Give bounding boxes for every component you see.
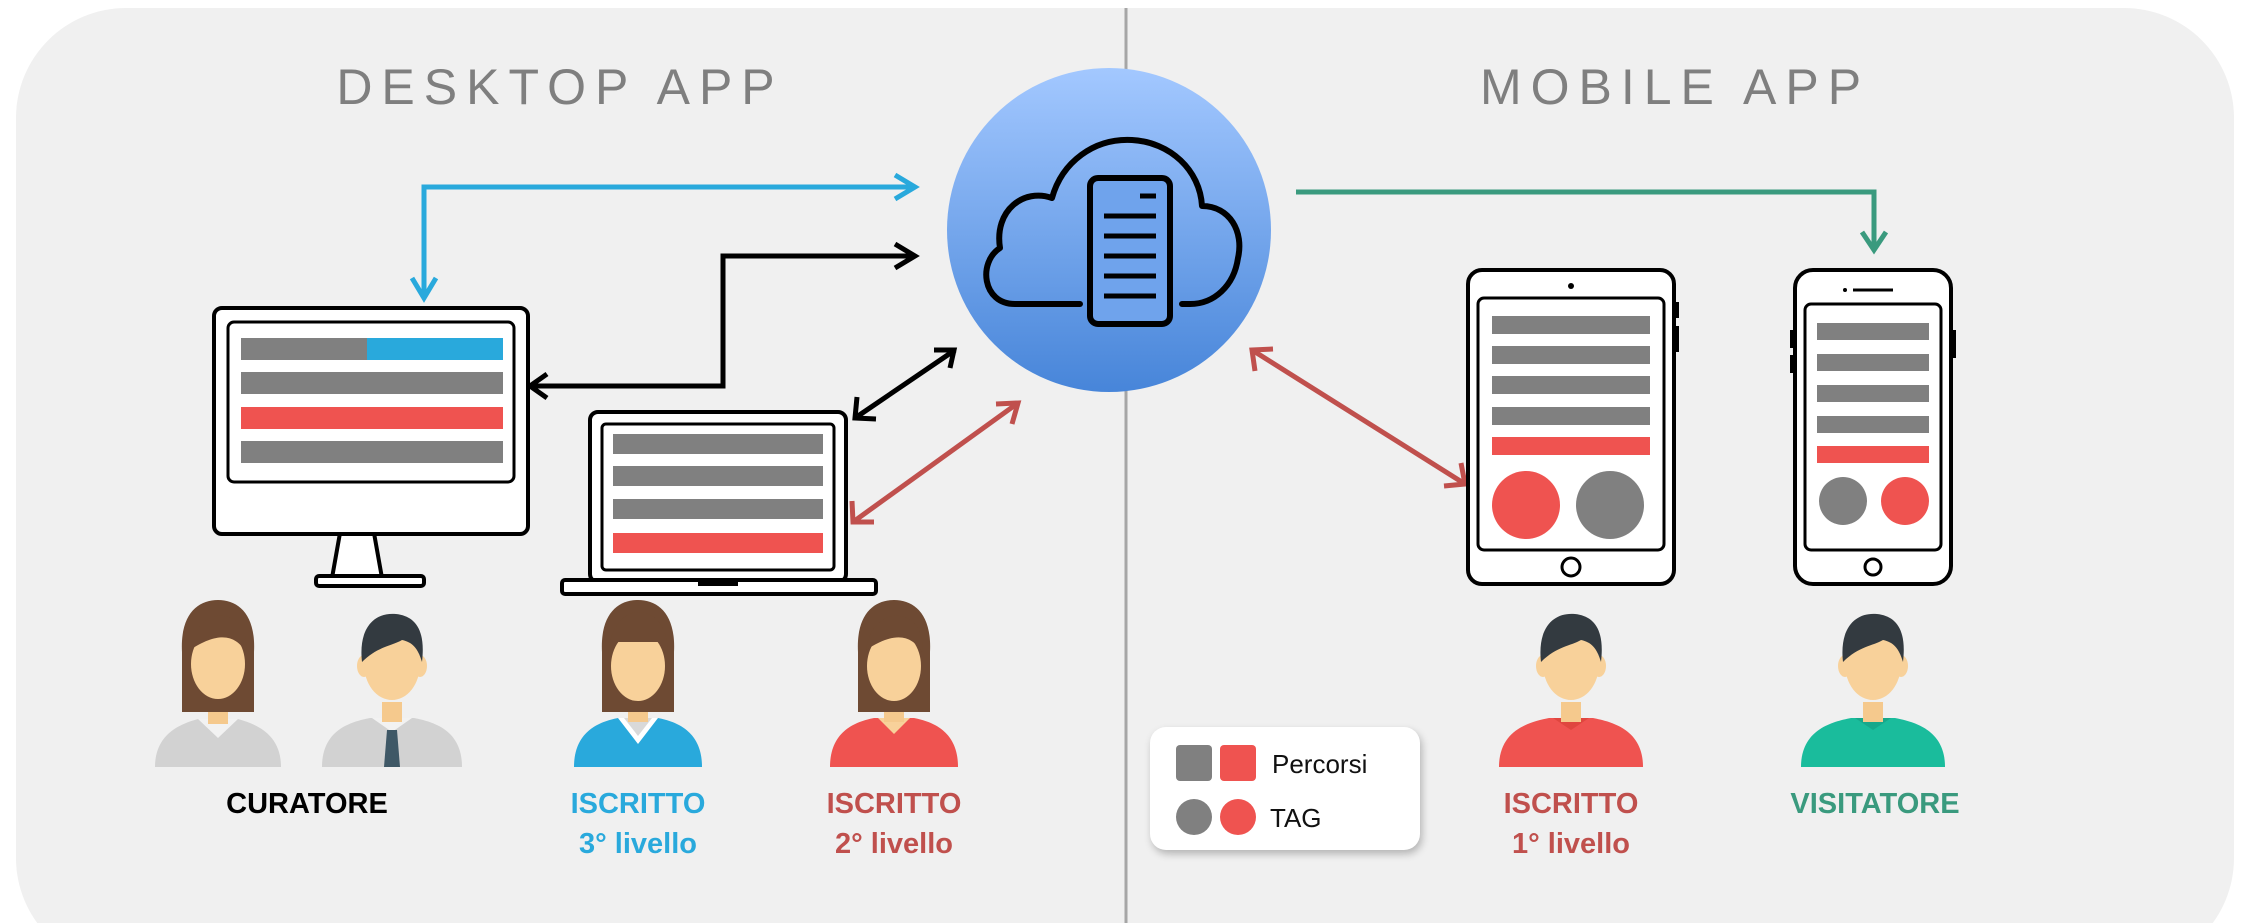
legend-gray-square-icon	[1176, 745, 1212, 781]
legend-tag-label: TAG	[1270, 803, 1322, 833]
legend-red-square-icon	[1220, 745, 1256, 781]
role-iscritto-3-level: 3° livello	[579, 828, 697, 860]
role-iscritto-2: ISCRITTO 2° livello	[764, 784, 1024, 864]
green-connection-arrow	[1296, 189, 1889, 255]
role-iscritto-1: ISCRITTO 1° livello	[1441, 784, 1701, 864]
role-visitatore-label: VISITATORE	[1790, 788, 1960, 820]
user-avatar-icon	[830, 600, 958, 767]
role-iscritto-2-level: 2° livello	[835, 828, 953, 860]
desktop-app-title: DESKTOP APP	[336, 59, 784, 115]
role-iscritto-1-label: ISCRITTO	[1503, 788, 1639, 820]
legend-percorsi-label: Percorsi	[1272, 749, 1368, 779]
role-visitatore: VISITATORE	[1745, 784, 2005, 824]
red-connection-arrow-laptop	[849, 400, 1022, 525]
legend: Percorsi TAG	[1150, 727, 1420, 850]
cloud-server-icon	[947, 68, 1271, 392]
legend-gray-circle-icon	[1176, 799, 1212, 835]
role-curatore-label: CURATORE	[226, 788, 388, 820]
role-iscritto-2-label: ISCRITTO	[826, 788, 962, 820]
role-iscritto-3: ISCRITTO 3° livello	[508, 784, 768, 864]
role-iscritto-1-level: 1° livello	[1512, 828, 1630, 860]
desktop-monitor-icon	[212, 306, 530, 588]
user-avatar-icon	[322, 613, 462, 767]
role-curatore: CURATORE	[177, 784, 437, 824]
red-connection-arrow-tablet	[1249, 346, 1468, 489]
mobile-app-title: MOBILE APP	[1479, 59, 1871, 115]
role-iscritto-3-label: ISCRITTO	[570, 788, 706, 820]
smartphone-icon	[1790, 268, 1956, 586]
tablet-icon	[1466, 268, 1679, 586]
user-avatar-icon	[1801, 613, 1945, 767]
user-avatar-icon	[1499, 613, 1643, 767]
user-avatar-icon	[155, 600, 281, 767]
legend-red-circle-icon	[1220, 799, 1256, 835]
blue-connection-arrow	[409, 172, 920, 303]
black-connection-arrow-laptop	[852, 347, 958, 422]
laptop-icon	[560, 410, 878, 596]
user-avatar-icon	[574, 600, 702, 767]
